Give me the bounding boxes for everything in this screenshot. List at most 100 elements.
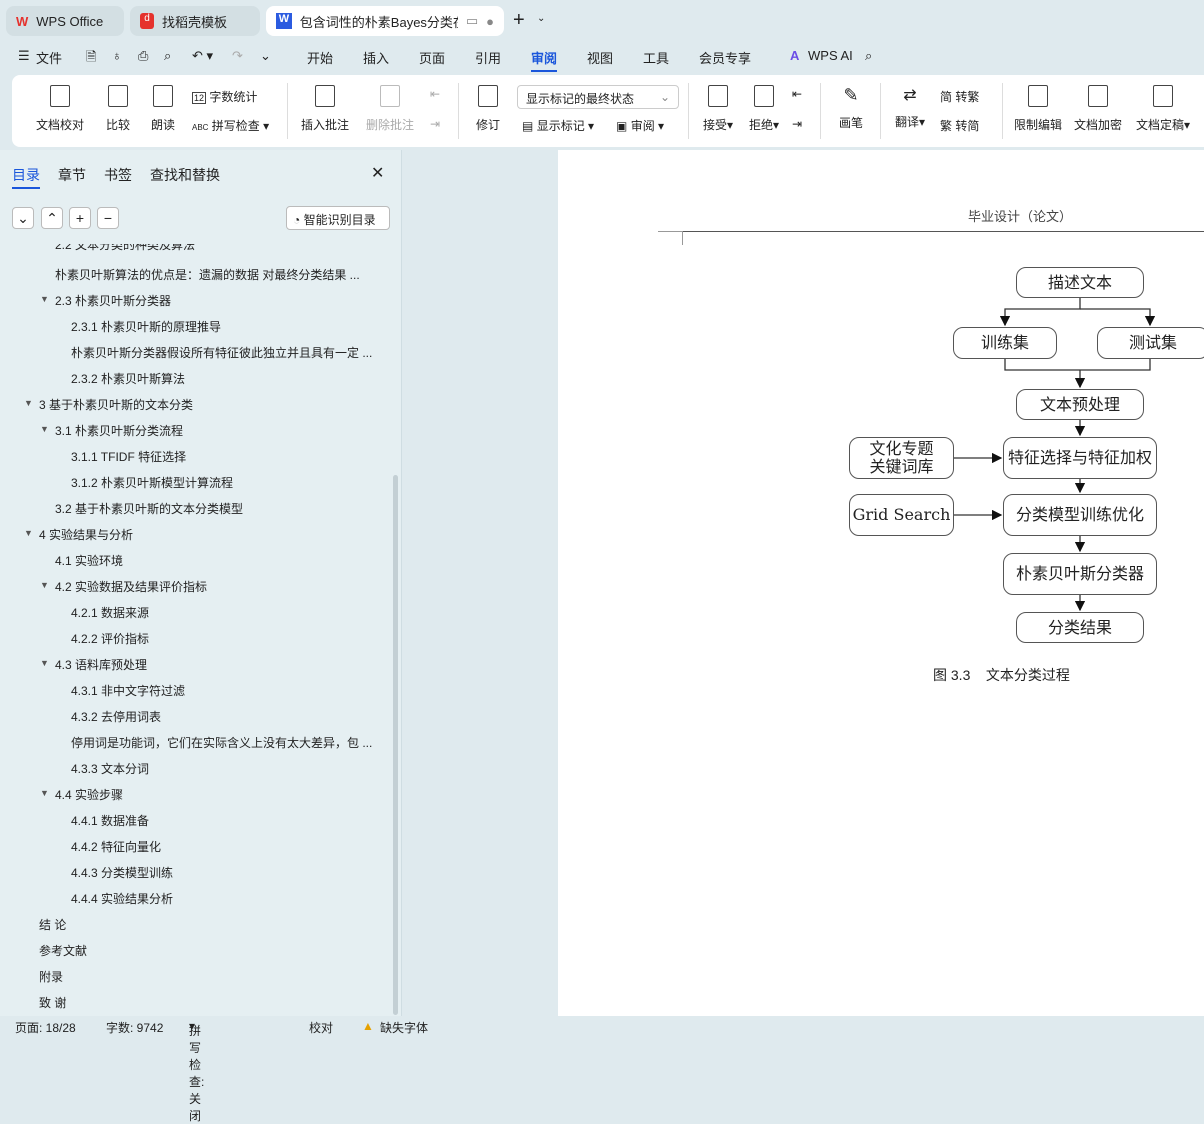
read-aloud-button[interactable]: 朗读 — [148, 85, 178, 133]
tab-bookmarks[interactable]: 书签 — [104, 167, 132, 183]
share-icon[interactable]: ♁ — [112, 48, 122, 63]
toc-item[interactable]: 4.4.4 实验结果分析 — [71, 892, 174, 906]
toc-item[interactable]: 3.1.1 TFIDF 特征选择 — [71, 450, 187, 464]
collapse-arrow-icon[interactable]: ▼ — [40, 294, 49, 304]
tab-list-chevron-icon[interactable]: ⌄ — [537, 13, 546, 24]
tab-document[interactable]: W包含词性的朴素Bayes分类在文▭● — [266, 6, 504, 36]
toc-item[interactable]: 朴素贝叶斯分类器假设所有特征彼此独立并且具有一定 ... — [71, 346, 373, 360]
toc-item[interactable]: 附录 — [39, 970, 64, 984]
finalize-button[interactable]: 文档定稿▾ — [1132, 85, 1194, 133]
toc-item[interactable]: 致 谢 — [39, 996, 67, 1010]
smart-toc-button[interactable]: ◔ 智能识别目录 — [286, 206, 390, 230]
restrict-editing-button[interactable]: 限制编辑 — [1012, 85, 1064, 133]
collapse-arrow-icon[interactable]: ▼ — [24, 398, 33, 408]
to-simplified-button[interactable]: 繁 转简 — [940, 119, 980, 133]
spell-check-button[interactable]: ABC 拼写检查 ▾ — [192, 119, 270, 133]
menu-member[interactable]: 会员专享 — [699, 51, 752, 66]
collapse-arrow-icon[interactable]: ▼ — [40, 424, 49, 434]
toc-item[interactable]: 2.3.2 朴素贝叶斯算法 — [71, 372, 186, 386]
menu-file[interactable]: 文件 — [36, 51, 63, 66]
toc-item[interactable]: 3 基于朴素贝叶斯的文本分类 — [39, 398, 194, 412]
toc-item[interactable]: 4.2 实验数据及结果评价指标 — [55, 580, 208, 594]
close-icon[interactable]: ✕ — [371, 165, 385, 182]
toc-item[interactable]: 4.3 语料库预处理 — [55, 658, 148, 672]
print-icon[interactable]: ⎙ — [138, 48, 149, 63]
spell-status[interactable]: 拼写检查: 关闭 ▾ — [189, 1019, 205, 1123]
demote-button[interactable]: − — [97, 207, 119, 229]
track-changes-button[interactable]: 修订 — [470, 85, 506, 133]
tab-sections[interactable]: 章节 — [58, 167, 86, 183]
prev-change-icon[interactable]: ⇤ — [792, 87, 803, 101]
menu-review[interactable]: 审阅 — [531, 48, 558, 72]
toc-item[interactable]: 4.2.1 数据来源 — [71, 606, 150, 620]
menu-view[interactable]: 视图 — [587, 51, 614, 66]
collapse-arrow-icon[interactable]: ▼ — [24, 528, 33, 538]
undo-icon[interactable]: ↶ ▾ — [192, 48, 214, 63]
next-comment-icon[interactable]: ⇥ — [430, 117, 441, 131]
word-count[interactable]: 字数: 9742 — [106, 1021, 164, 1035]
search-icon[interactable]: ⌕ — [865, 48, 873, 63]
show-markup-button[interactable]: ▤ 显示标记 ▾ — [522, 119, 595, 133]
toc-item[interactable]: 4.4.1 数据准备 — [71, 814, 150, 828]
missing-font-status[interactable]: 缺失字体 — [380, 1021, 429, 1035]
toc-item[interactable]: 2.3.1 朴素贝叶斯的原理推导 — [71, 320, 222, 334]
tab-find-replace[interactable]: 查找和替换 — [150, 167, 220, 183]
collapse-all-button[interactable]: ⌃ — [41, 207, 63, 229]
toc-item[interactable]: 3.1 朴素贝叶斯分类流程 — [55, 424, 184, 438]
encrypt-button[interactable]: 文档加密 — [1072, 85, 1124, 133]
menu-insert[interactable]: 插入 — [363, 51, 390, 66]
toc-item[interactable]: 4.4.2 特征向量化 — [71, 840, 162, 854]
expand-all-button[interactable]: ⌄ — [12, 207, 34, 229]
collapse-arrow-icon[interactable]: ▼ — [40, 658, 49, 668]
menu-page[interactable]: 页面 — [419, 51, 446, 66]
new-tab-button[interactable]: + — [513, 9, 525, 31]
markup-display-select[interactable]: 显示标记的最终状态⌄ — [517, 85, 679, 109]
promote-button[interactable]: + — [69, 207, 91, 229]
pen-button[interactable]: ✎画笔 — [838, 85, 863, 130]
hamburger-icon[interactable]: ☰ — [18, 48, 30, 63]
compare-button[interactable]: 比较 — [98, 85, 138, 133]
toc-item[interactable]: 4.1 实验环境 — [55, 554, 124, 568]
toc-item[interactable]: 停用词是功能词，它们在实际含义上没有太大差异，包 ... — [71, 736, 373, 750]
word-count-button[interactable]: 12 字数统计 — [192, 90, 258, 104]
toc-item[interactable]: 2.2 文本分类的种类及算法 — [55, 238, 196, 252]
more-chevron-icon[interactable]: ⌄ — [260, 48, 271, 63]
menu-reference[interactable]: 引用 — [475, 51, 502, 66]
toc-item[interactable]: 参考文献 — [39, 944, 88, 958]
toc-item[interactable]: 4.3.2 去停用词表 — [71, 710, 162, 724]
tab-toc[interactable]: 目录 — [12, 165, 40, 189]
reject-button[interactable]: 拒绝▾ — [746, 85, 782, 133]
redo-icon[interactable]: ↷ — [232, 48, 243, 63]
next-change-icon[interactable]: ⇥ — [792, 117, 803, 131]
toc-item[interactable]: 3.1.2 朴素贝叶斯模型计算流程 — [71, 476, 234, 490]
scrollbar[interactable] — [393, 475, 398, 1015]
prev-comment-icon[interactable]: ⇤ — [430, 87, 441, 101]
save-icon[interactable]: 🗎 — [86, 49, 97, 64]
accept-button[interactable]: 接受▾ — [700, 85, 736, 133]
delete-comment-button[interactable]: 删除批注 — [360, 85, 420, 133]
toc-item[interactable]: 3.2 基于朴素贝叶斯的文本分类模型 — [55, 502, 244, 516]
menu-start[interactable]: 开始 — [307, 51, 334, 66]
translate-button[interactable]: ⇄翻译▾ — [894, 87, 926, 129]
toc-item[interactable]: 朴素贝叶斯算法的优点是：遗漏的数据 对最终分类结果 ... — [55, 268, 360, 282]
proof-status[interactable]: 校对 — [309, 1021, 334, 1035]
menu-wps-ai[interactable]: WPS AI — [808, 48, 853, 63]
toc-item[interactable]: 4.4.3 分类模型训练 — [71, 866, 174, 880]
toc-item[interactable]: 4.3.1 非中文字符过滤 — [71, 684, 186, 698]
insert-comment-button[interactable]: 插入批注 — [300, 85, 350, 133]
collapse-arrow-icon[interactable]: ▼ — [40, 580, 49, 590]
print-preview-icon[interactable]: ⌕ — [164, 48, 172, 63]
toc-item[interactable]: 2.3 朴素贝叶斯分类器 — [55, 294, 172, 308]
page-indicator[interactable]: 页面: 18/28 — [15, 1021, 76, 1035]
toc-item[interactable]: 4.3.3 文本分词 — [71, 762, 150, 776]
toc-item[interactable]: 4 实验结果与分析 — [39, 528, 134, 542]
to-traditional-button[interactable]: 简 转繁 — [940, 90, 980, 104]
toc-item[interactable]: 4.4 实验步骤 — [55, 788, 124, 802]
review-pane-button[interactable]: ▣ 审阅 ▾ — [616, 119, 665, 133]
doc-proof-button[interactable]: 文档校对 — [30, 85, 90, 133]
menu-tools[interactable]: 工具 — [643, 51, 670, 66]
toc-item[interactable]: 结 论 — [39, 918, 67, 932]
collapse-arrow-icon[interactable]: ▼ — [40, 788, 49, 798]
